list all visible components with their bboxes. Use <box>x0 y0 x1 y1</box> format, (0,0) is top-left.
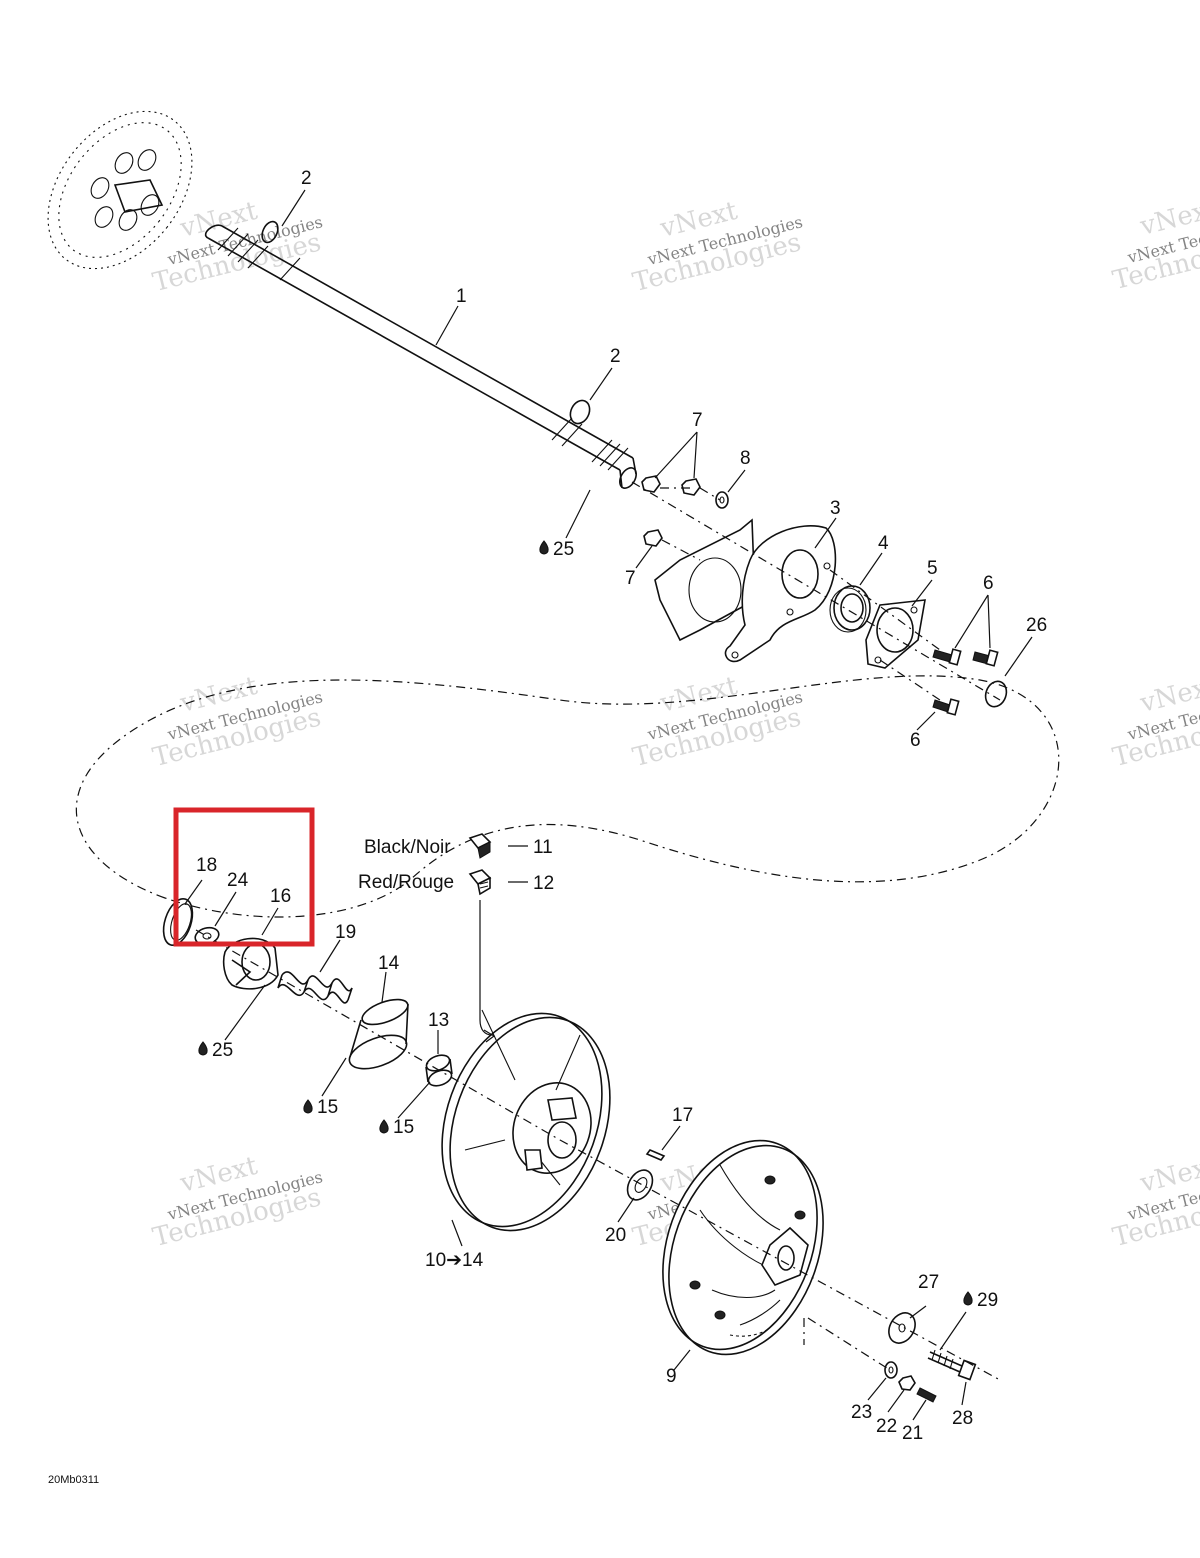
o-ring-lower <box>569 399 591 425</box>
callout-28: 28 <box>952 1408 973 1429</box>
washer-23 <box>884 1361 898 1379</box>
legend-arrow <box>479 900 493 1036</box>
watermark: vNext vNext Technologies Technologies <box>150 671 325 773</box>
screw-21 <box>916 1387 937 1403</box>
leader-lines <box>184 189 1033 1421</box>
callout-5: 5 <box>927 558 938 579</box>
callout-3: 3 <box>830 498 841 519</box>
lubricant-icon <box>539 540 549 555</box>
callout-6: 6 <box>910 730 921 751</box>
bolt <box>932 648 962 666</box>
callout-24: 24 <box>227 870 249 891</box>
watermark: vNext vNext Technologies Technologies <box>150 196 325 298</box>
legend-arrowhead <box>483 1029 496 1043</box>
lubricant-icon <box>963 1291 973 1306</box>
highlight-box <box>173 807 315 947</box>
callout-9: 9 <box>666 1366 677 1387</box>
callout-7: 7 <box>692 410 703 431</box>
lubricant-icon <box>379 1119 389 1134</box>
legend-red-ref: 12 <box>533 873 554 894</box>
drive-belt-outline <box>75 675 1060 918</box>
nut <box>681 478 701 496</box>
callout-22: 22 <box>876 1416 897 1437</box>
callout-2: 2 <box>301 168 312 189</box>
watermark: vNext vNext Technologies Technologies <box>630 671 805 773</box>
callout-16: 16 <box>270 886 291 907</box>
callout-23: 23 <box>851 1402 872 1423</box>
callout-21: 21 <box>902 1423 923 1444</box>
watermark: vNext vNext Technologies Technologies <box>630 196 805 298</box>
watermark-group: vNext vNext Technologies Technologies vN… <box>150 194 1200 1253</box>
assembly-axis <box>661 539 701 561</box>
lubricant-icon <box>198 1041 208 1056</box>
callout-labels: 1 2 2 3 4 5 6 6 7 7 8 9 10➔14 13 14 15 1… <box>196 168 1047 1444</box>
callout-2: 2 <box>610 346 621 367</box>
callout-7: 7 <box>625 568 636 589</box>
watermark: vNext vNext Technologies Technologies <box>1110 1151 1200 1253</box>
callout-19: 19 <box>335 922 356 943</box>
callout-14: 14 <box>378 953 400 974</box>
callout-1: 1 <box>456 286 467 307</box>
assembly-axis <box>807 1317 891 1371</box>
bearing-plate <box>724 525 837 663</box>
legend-black-ref: 11 <box>533 837 553 858</box>
drawing-code: 20Mb0311 <box>48 1474 99 1486</box>
key <box>645 1149 666 1161</box>
callout-17: 17 <box>672 1105 693 1126</box>
assembly-axis <box>879 659 941 701</box>
callout-26: 26 <box>1026 615 1047 636</box>
red-weight-icon <box>468 869 492 896</box>
assembly-axis <box>631 481 1001 701</box>
callout-25: 25 <box>212 1040 233 1061</box>
callout-20: 20 <box>605 1225 626 1246</box>
bolt <box>932 698 960 716</box>
legend-black-label: Black/Noir <box>364 837 451 858</box>
legend-red-label: Red/Rouge <box>358 872 454 893</box>
nut-22 <box>898 1375 916 1391</box>
bolt-28 <box>927 1349 977 1381</box>
bolt <box>972 649 999 667</box>
callout-27: 27 <box>918 1272 939 1293</box>
o-ring-upper <box>261 220 279 244</box>
driven-shaft <box>204 224 637 489</box>
callout-25: 25 <box>553 539 574 560</box>
nut <box>641 475 661 493</box>
watermark: vNext vNext Technologies Technologies <box>1110 194 1200 296</box>
callout-10-14: 10➔14 <box>425 1250 484 1271</box>
spring <box>277 971 353 1004</box>
washer <box>715 491 729 509</box>
watermark: vNext vNext Technologies Technologies <box>150 1151 325 1253</box>
support-bracket <box>654 518 756 642</box>
callout-29: 29 <box>977 1290 998 1311</box>
callout-6: 6 <box>983 573 994 594</box>
sliding-sheave <box>441 1009 611 1232</box>
callout-15: 15 <box>393 1117 414 1138</box>
bearing-housing <box>865 599 926 669</box>
assembly-axis <box>195 929 1001 1381</box>
bushing <box>425 1054 453 1087</box>
color-legend: Black/Noir 11 Red/Rouge 12 <box>358 833 554 896</box>
brake-disc <box>47 110 193 270</box>
nut <box>643 529 663 547</box>
washer-20 <box>626 1169 654 1201</box>
watermark: vNext vNext Technologies Technologies <box>1110 671 1200 773</box>
sleeve <box>348 998 409 1070</box>
lubricant-icon <box>303 1099 313 1114</box>
callout-18: 18 <box>196 855 217 876</box>
callout-15: 15 <box>317 1097 338 1118</box>
black-weight-icon <box>468 833 492 859</box>
cam <box>222 937 279 990</box>
callout-4: 4 <box>878 533 889 554</box>
assembly-axis <box>660 487 721 501</box>
callout-8: 8 <box>740 448 751 469</box>
assembly-axis <box>829 569 941 651</box>
bearing <box>829 585 871 633</box>
callout-13: 13 <box>428 1010 449 1031</box>
fixed-sheave <box>662 1139 824 1356</box>
ring-26 <box>984 680 1008 708</box>
